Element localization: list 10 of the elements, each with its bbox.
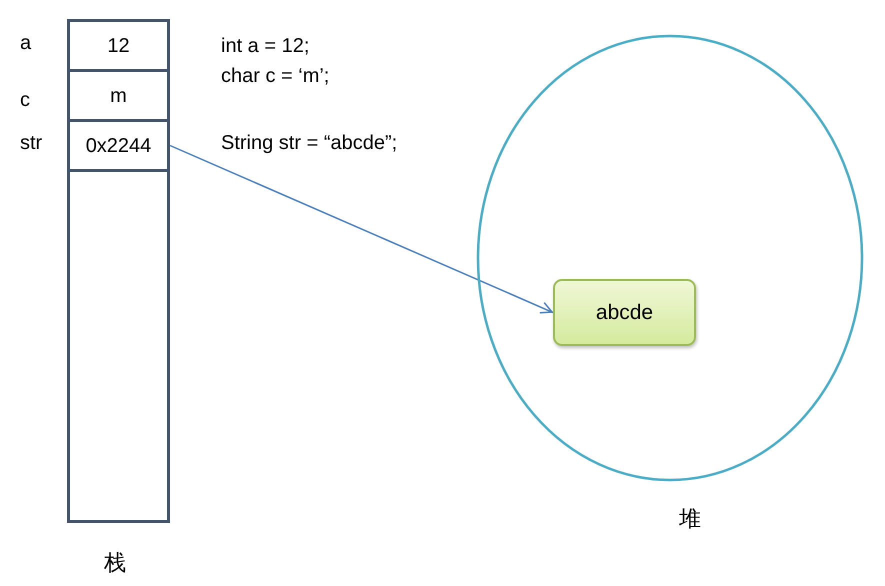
heap-label: 堆 [679,508,701,532]
variable-name: a [20,31,32,55]
code-line: char c = ‘m’; [221,64,330,88]
stack-label: 栈 [104,552,126,576]
variable-name: c [20,88,30,112]
arrow [170,144,554,314]
code-line: String str = “abcde”; [221,131,398,155]
variable-name: str [20,131,42,155]
object-box: abcde [553,279,696,346]
code-line: int a = 12; [221,34,310,58]
